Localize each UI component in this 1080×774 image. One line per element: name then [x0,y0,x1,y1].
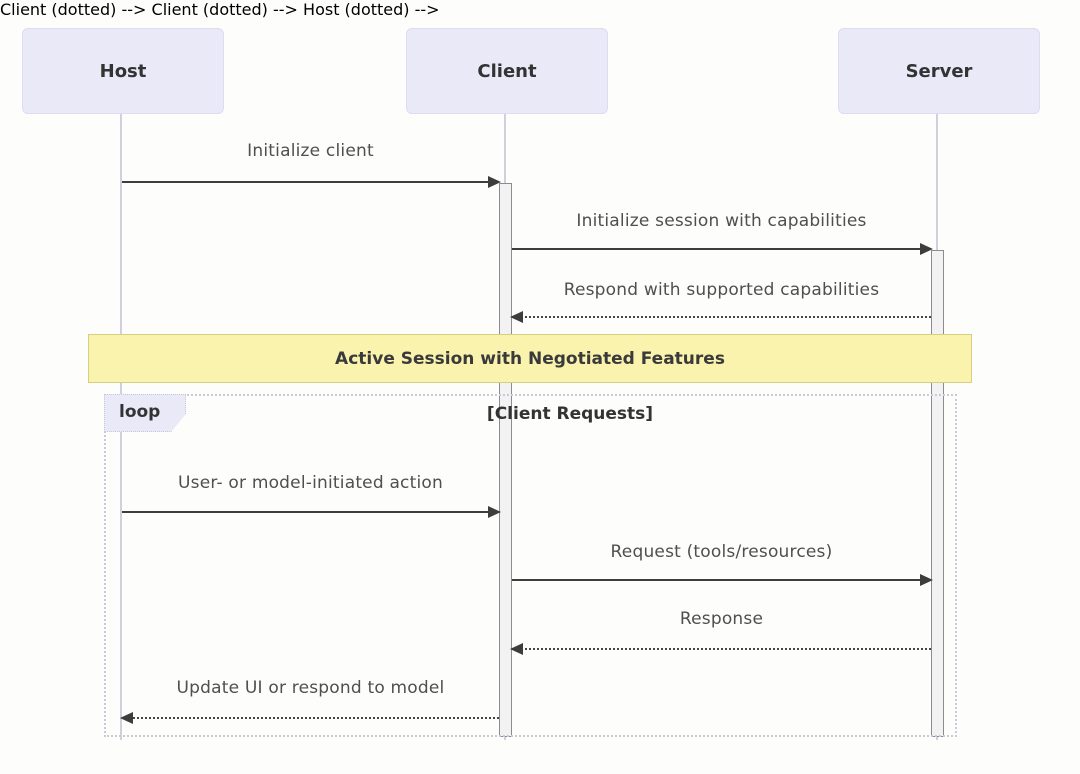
message-request-tools-arrow [512,574,933,586]
message-update-ui-label: Update UI or respond to model [176,678,445,698]
note-active-session-label: Active Session with Negotiated Features [335,348,725,369]
actor-client: Client [406,28,608,114]
message-respond-capabilities-label: Respond with supported capabilities [563,280,880,300]
actor-server: Server [838,28,1040,114]
message-initialize-session-label: Initialize session with capabilities [576,211,867,231]
message-initialize-client-arrow [122,176,501,188]
message-initialize-client-label: Initialize client [247,141,374,161]
message-request-tools-label: Request (tools/resources) [610,542,833,562]
loop-label-tab: loop [104,394,186,432]
message-response-arrow [510,643,931,655]
message-user-action-label: User- or model-initiated action [178,473,443,493]
message-initialize-session-arrow [512,243,933,255]
actor-host-label: Host [99,60,147,82]
loop-frame [104,394,957,737]
note-active-session: Active Session with Negotiated Features [88,334,972,383]
actor-client-label: Client [477,60,537,82]
message-respond-capabilities-arrow [510,311,931,323]
actor-server-label: Server [905,60,973,82]
actor-host: Host [22,28,224,114]
loop-condition-label: [Client Requests] [486,404,654,424]
message-user-action-arrow [122,506,501,518]
message-response-label: Response [679,609,764,629]
message-update-ui-arrow [120,712,499,724]
